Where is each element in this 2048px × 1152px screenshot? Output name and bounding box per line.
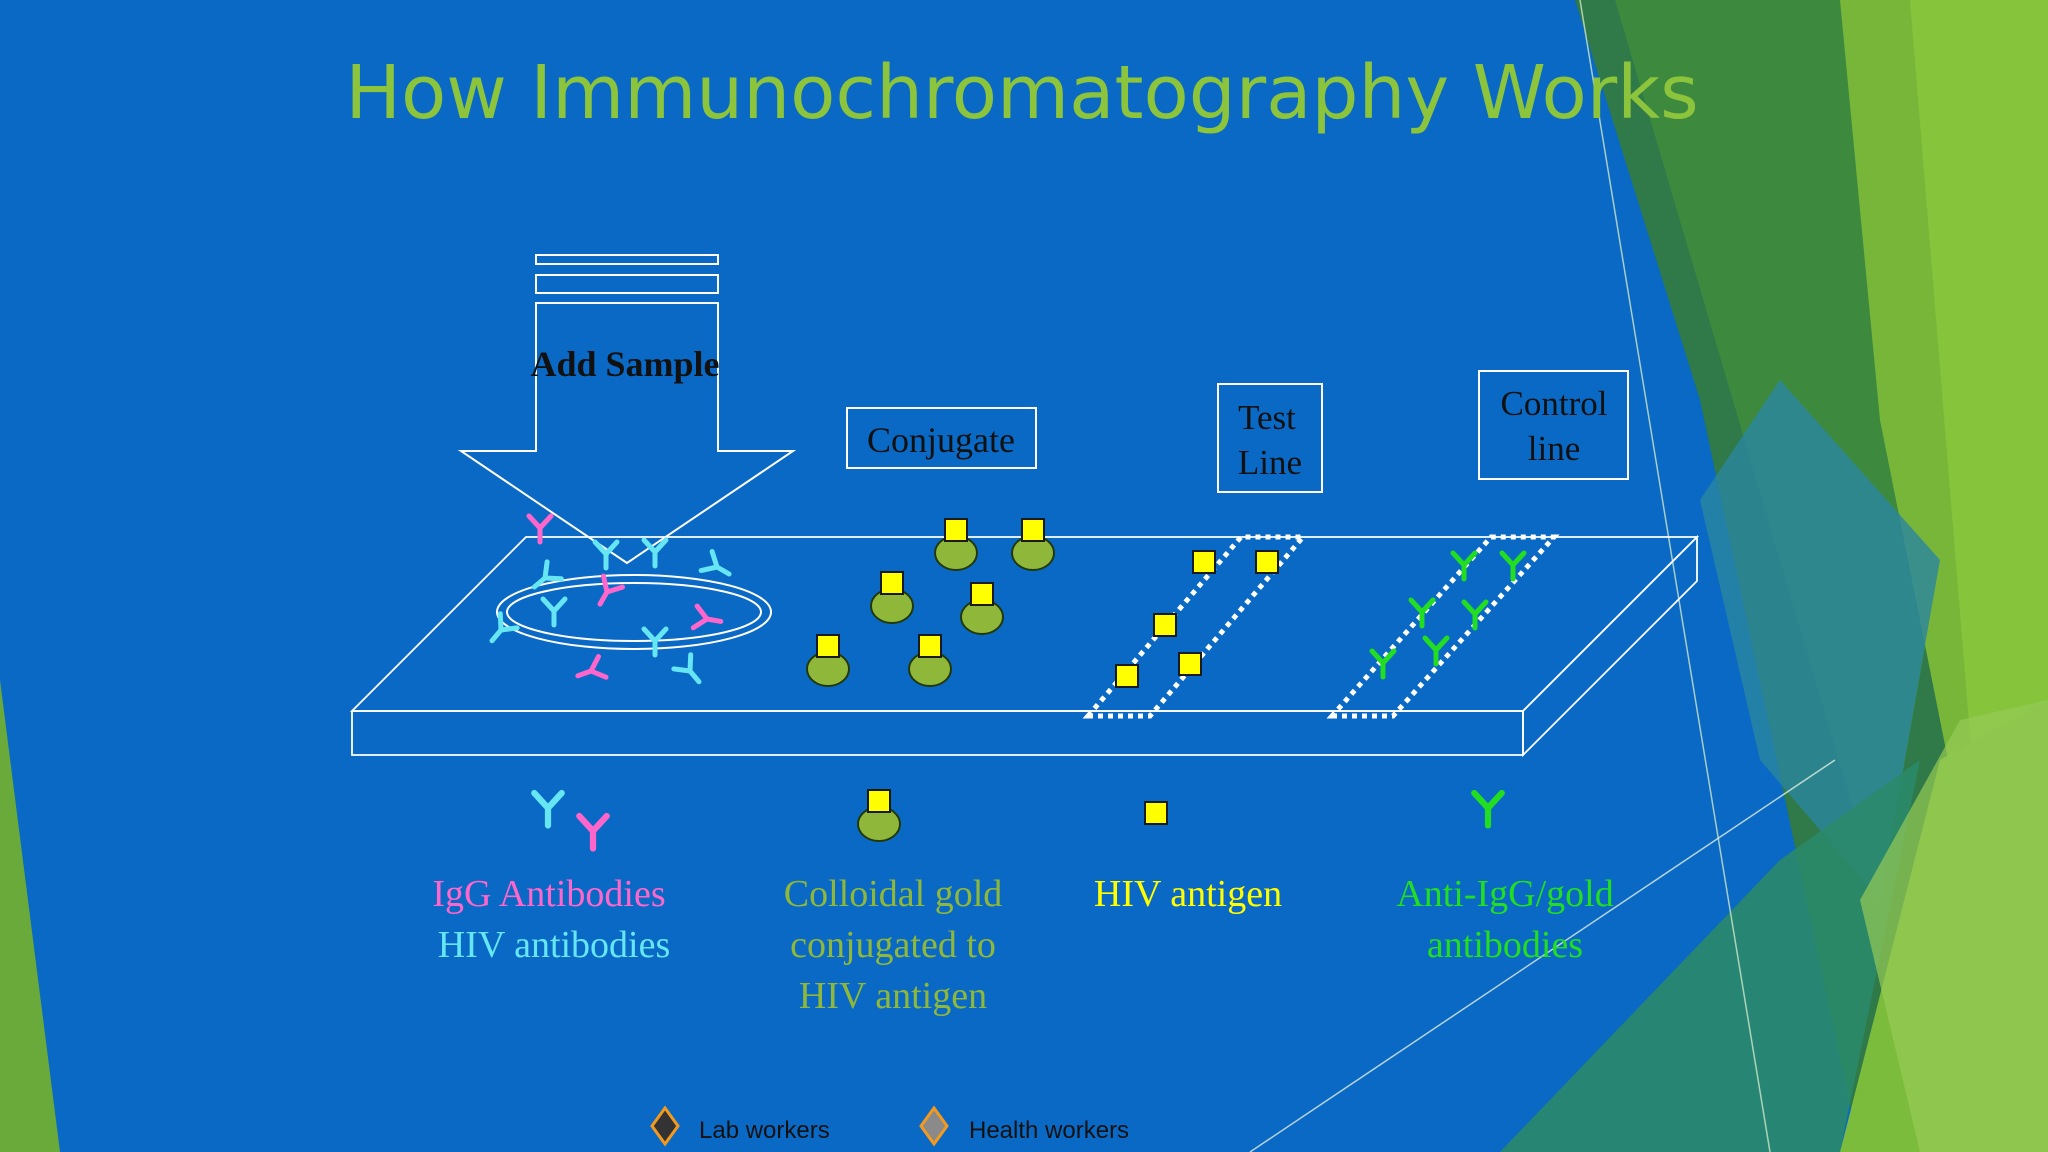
lab-workers-diamond-icon xyxy=(650,1105,680,1147)
legend-antigen-icon xyxy=(1144,801,1168,825)
legend-gold-line-1: Colloidal gold xyxy=(784,873,1003,915)
add-sample-arrow xyxy=(457,254,797,565)
lab-workers-label: Lab workers xyxy=(699,1117,830,1144)
legend-anti-igg-line-1: Anti-IgG/gold xyxy=(1396,873,1613,915)
legend-hiv-antibodies: HIV antibodies xyxy=(438,924,671,966)
sample-pad xyxy=(496,574,772,650)
legend-anti-igg-line-2: antibodies xyxy=(1427,924,1583,966)
test-strip xyxy=(349,534,1700,758)
health-workers-diamond-icon xyxy=(919,1105,949,1147)
legend-gold-line-2: conjugated to xyxy=(790,924,996,966)
test-line-label-1: Test xyxy=(1238,398,1296,437)
test-line-box xyxy=(1217,383,1323,493)
legend-hiv-antigen: HIV antigen xyxy=(1094,873,1282,915)
legend-igg-antibodies: IgG Antibodies xyxy=(432,873,665,915)
legend-gold-line-3: HIV antigen xyxy=(799,975,987,1017)
test-line-label-2: Line xyxy=(1238,443,1302,482)
control-line-label-2: line xyxy=(1528,429,1580,468)
control-line-zone xyxy=(1326,534,1560,719)
health-workers-label: Health workers xyxy=(969,1117,1129,1144)
add-sample-label: Add Sample xyxy=(530,344,719,384)
conjugate-label: Conjugate xyxy=(867,420,1015,460)
control-line-box xyxy=(1478,370,1629,480)
test-line-zone xyxy=(1082,534,1309,719)
control-line-label-1: Control xyxy=(1501,384,1608,423)
conjugate-box xyxy=(846,407,1037,469)
slide-title: How Immunochromatography Works xyxy=(345,50,1698,136)
